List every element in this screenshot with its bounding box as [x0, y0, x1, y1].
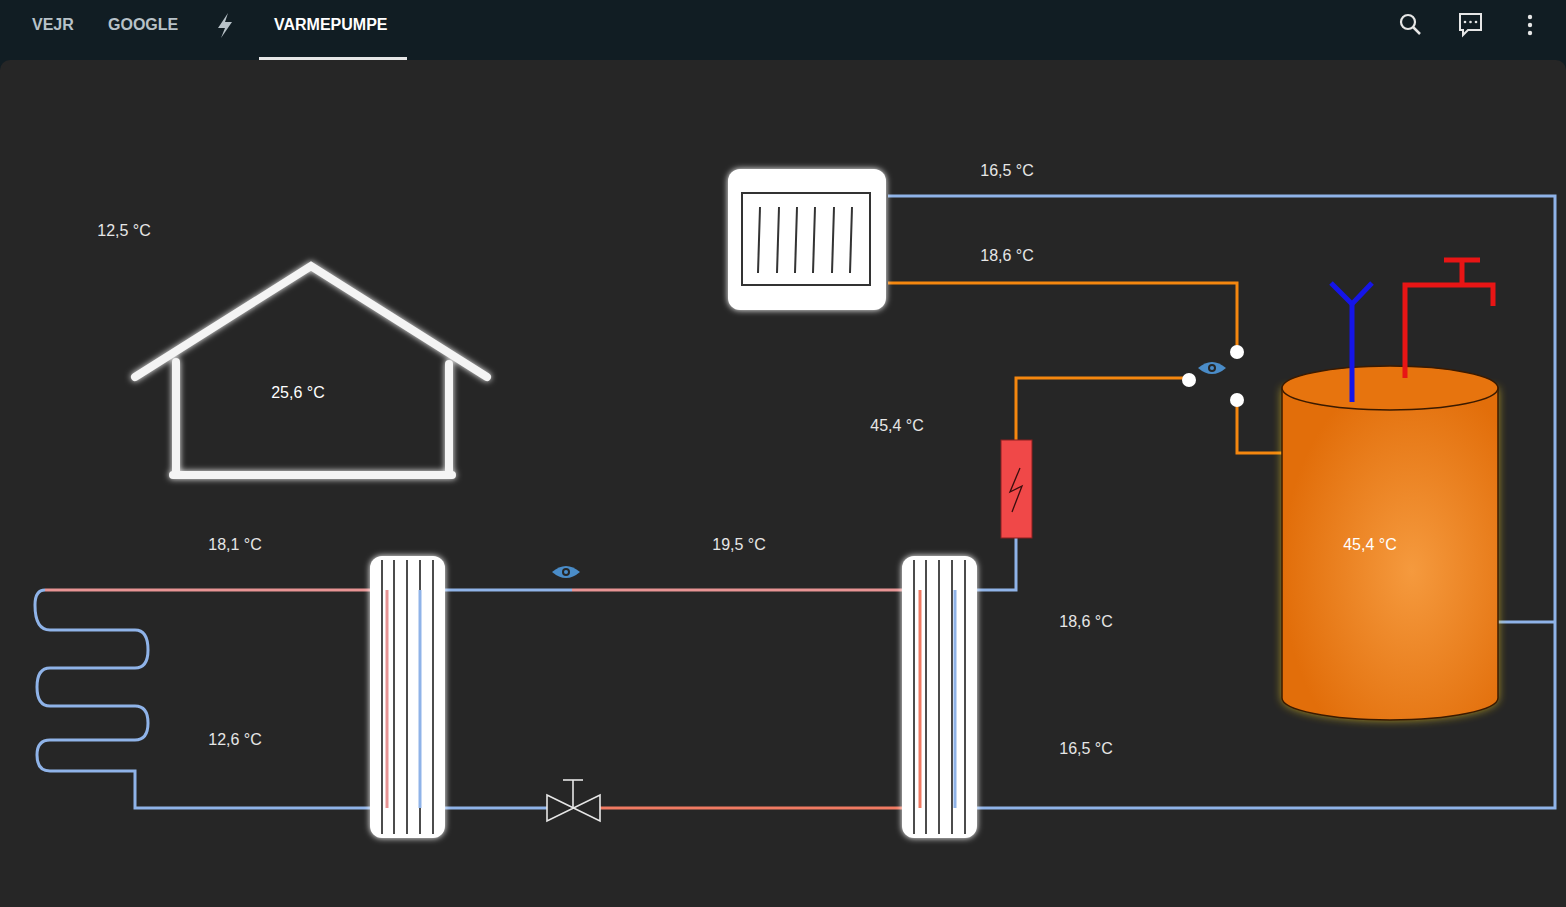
temperature-label: 18,1 °C — [208, 536, 262, 554]
temperature-label: 12,5 °C — [97, 222, 151, 240]
temperature-value: 25,6 °C — [271, 384, 325, 402]
tab-label: VEJR — [32, 16, 74, 34]
temperature-label: 19,5 °C — [712, 536, 766, 554]
temperature-value: 45,4 °C — [1343, 536, 1397, 554]
temperature-label: 16,5 °C — [980, 162, 1034, 180]
temperature-label: 18,6 °C — [1059, 613, 1113, 631]
tank-node: 45,4 °C — [1282, 440, 1458, 650]
temperature-label: 16,5 °C — [1059, 740, 1113, 758]
temperature-label: 18,6 °C — [980, 247, 1034, 265]
temperature-label: 45,4 °C — [870, 417, 924, 435]
tab-label: VARMEPUMPE — [274, 16, 388, 34]
temperature-label: 12,6 °C — [208, 731, 262, 749]
house-node: 25,6 °C — [190, 300, 406, 485]
tab-label: GOOGLE — [108, 16, 178, 34]
